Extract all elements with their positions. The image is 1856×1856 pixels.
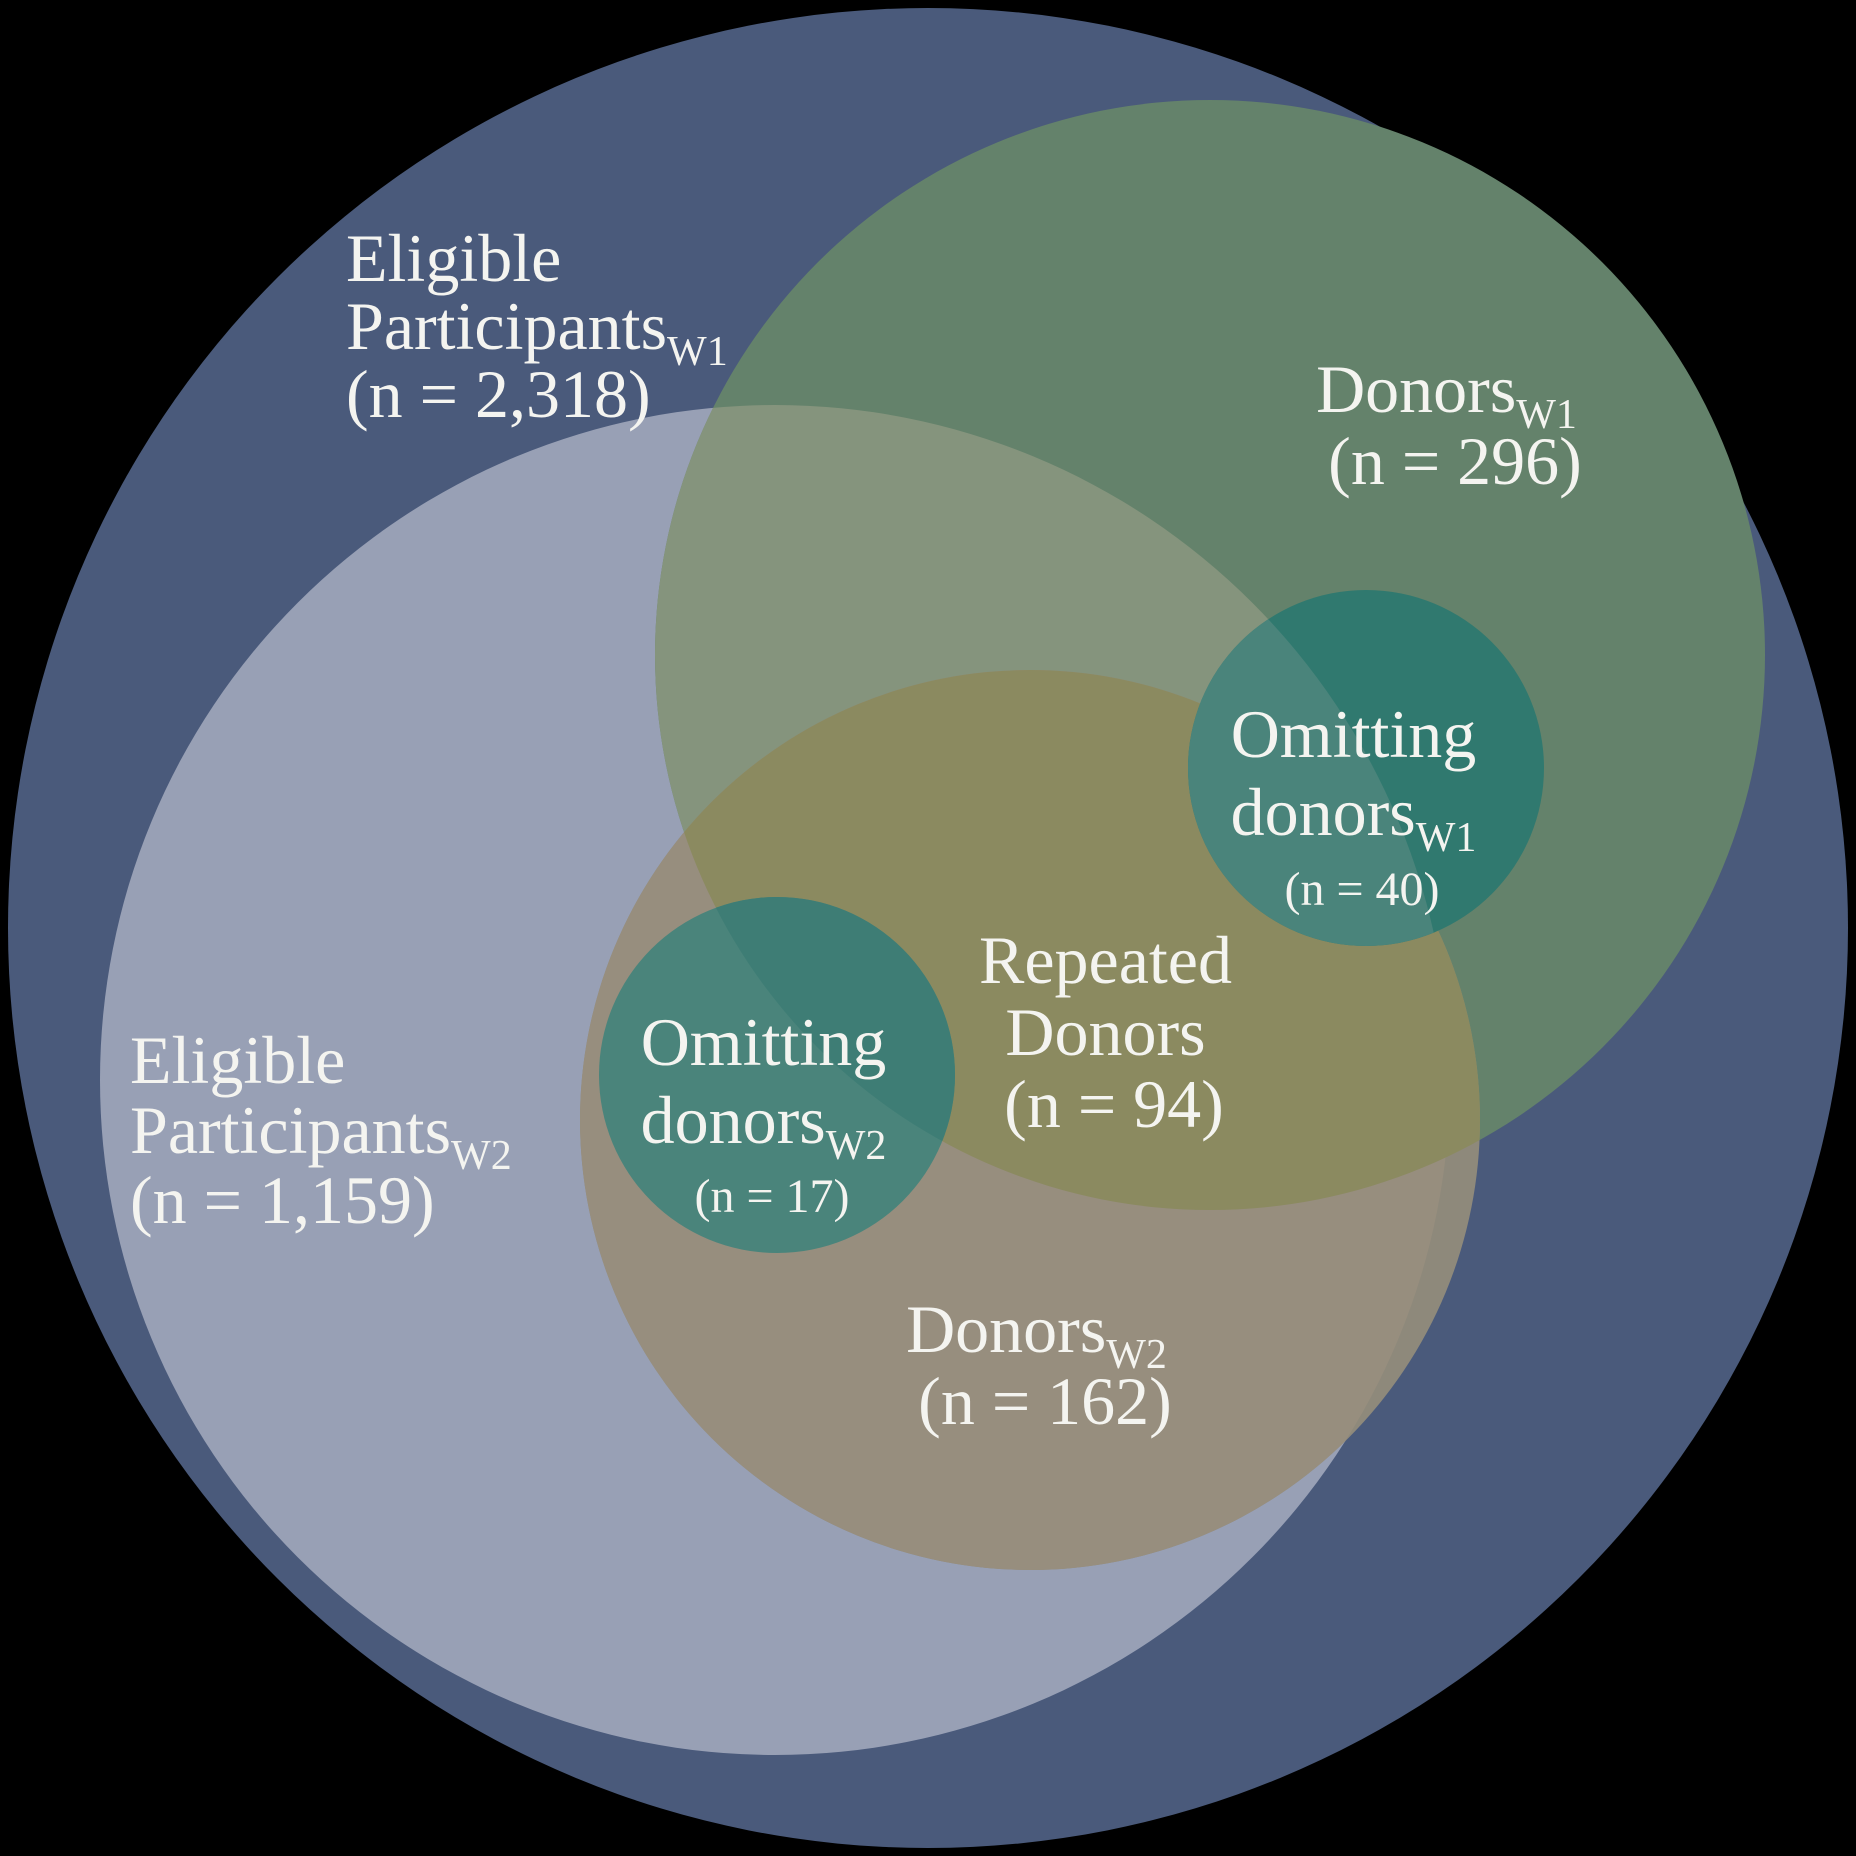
label-subscript: W1 <box>1416 815 1477 861</box>
donors-w1-label: DonorsW1 (n = 296) <box>1316 351 1594 499</box>
repeated-donors-label: Repeated Donors (n = 94) <box>979 922 1249 1142</box>
label-count: (n = 94) <box>1004 1066 1224 1142</box>
eligible-participants-w2-label: Eligible ParticipantsW2 (n = 1,159) <box>130 1022 529 1238</box>
label-line: Donors <box>906 1291 1106 1367</box>
label-line: Participants <box>346 288 667 364</box>
label-subscript: W1 <box>667 329 728 375</box>
donors-w2-label: DonorsW2 (n = 162) <box>906 1291 1184 1439</box>
omitting-donors-w2-label: Omitting donorsW2 (n = 17) <box>641 1004 904 1223</box>
label-line: donors <box>1231 774 1416 850</box>
label-count: (n = 40) <box>1284 863 1439 916</box>
label-line: Eligible <box>346 220 561 296</box>
label-line: Repeated <box>979 922 1232 998</box>
label-subscript: W1 <box>1516 392 1577 438</box>
label-count: (n = 2,318) <box>346 356 651 432</box>
label-count: (n = 17) <box>694 1170 849 1223</box>
label-line: Eligible <box>130 1022 345 1098</box>
label-count: (n = 162) <box>918 1363 1172 1439</box>
label-line: Omitting <box>1231 696 1477 772</box>
label-line: donors <box>641 1082 826 1158</box>
label-subscript: W2 <box>1106 1332 1167 1378</box>
label-count: (n = 1,159) <box>130 1162 435 1238</box>
eligible-participants-w1-label: Eligible ParticipantsW1 (n = 2,318) <box>346 220 745 432</box>
omitting-donors-w1-over-gray-region <box>1188 590 1450 946</box>
label-line: Omitting <box>641 1004 887 1080</box>
label-subscript: W2 <box>826 1123 887 1169</box>
label-subscript: W2 <box>451 1133 512 1179</box>
label-count: (n = 296) <box>1328 423 1582 499</box>
label-line: Donors <box>1005 994 1205 1070</box>
label-line: Donors <box>1316 351 1516 427</box>
omitting-donors-w1-label: Omitting donorsW1 (n = 40) <box>1231 696 1494 916</box>
label-line: Participants <box>130 1092 451 1168</box>
